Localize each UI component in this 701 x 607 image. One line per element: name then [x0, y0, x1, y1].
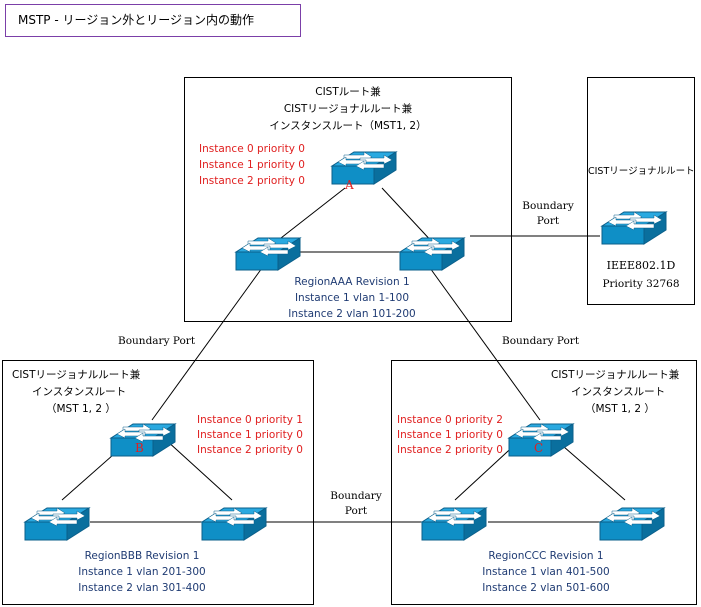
region-aaa-info-2: Instance 1 vlan 1-100 — [294, 292, 410, 304]
boundary-label-ieee-1: Boundary — [522, 200, 574, 212]
switch-a-label: A — [345, 178, 354, 192]
region-bbb-role-2: インスタンスルート — [32, 386, 127, 398]
region-bbb-priority-1: Instance 1 priority 0 — [197, 429, 303, 441]
region-ccc-info-2: Instance 1 vlan 401-500 — [482, 566, 610, 578]
region-ccc-info-1: RegionCCC Revision 1 — [488, 550, 604, 562]
region-ieee-info-2: Priority 32768 — [602, 278, 680, 290]
link-c-right — [555, 439, 626, 501]
boundary-label-mid-2: Port — [344, 505, 368, 517]
region-aaa-role-3: インスタンスルート（MST1, 2） — [269, 120, 427, 132]
region-bbb-info-1: RegionBBB Revision 1 — [84, 550, 200, 562]
switch-c-label: C — [534, 441, 544, 455]
boundary-label-mid-1: Boundary — [330, 490, 382, 502]
region-bbb-info-2: Instance 1 vlan 201-300 — [78, 566, 206, 578]
region-aaa-priority-1: Instance 1 priority 0 — [199, 159, 305, 171]
region-ccc-role-2: インスタンスルート — [571, 386, 666, 398]
link-aaa-to-bbb — [151, 267, 263, 421]
region-bbb-info-3: Instance 2 vlan 301-400 — [78, 582, 206, 594]
region-aaa-info-1: RegionAAA Revision 1 — [294, 276, 410, 288]
region-ccc-role-1: CISTリージョナルルート兼 — [551, 369, 680, 381]
region-aaa-box — [184, 77, 512, 322]
link-a-left — [271, 187, 346, 246]
region-ccc-priority-0: Instance 0 priority 2 — [397, 414, 503, 426]
region-bbb-priority-2: Instance 2 priority 0 — [197, 444, 303, 456]
region-bbb-priority-0: Instance 0 priority 1 — [197, 414, 303, 426]
region-aaa-role-1: CISTルート兼 — [315, 86, 381, 98]
region-aaa-priority-2: Instance 2 priority 0 — [199, 175, 305, 187]
boundary-label-right: Boundary Port — [502, 335, 580, 347]
page-title: MSTP - リージョン外とリージョン内の動作 — [5, 4, 301, 37]
boundary-label-ieee-2: Port — [536, 215, 560, 227]
region-aaa-role-2: CISTリージョナルルート兼 — [283, 103, 413, 115]
link-aaa-to-ccc — [429, 267, 541, 421]
region-bbb-role-1: CISTリージョナルルート兼 — [12, 369, 141, 381]
region-ccc-box — [391, 360, 697, 605]
switch-b-label: B — [135, 441, 144, 455]
boundary-label-left: Boundary Port — [118, 335, 196, 347]
region-aaa-priority-0: Instance 0 priority 0 — [199, 143, 305, 155]
region-ccc-role-3: （MST 1, 2 ） — [585, 403, 655, 415]
region-ccc-info-3: Instance 2 vlan 501-600 — [482, 582, 610, 594]
link-b-right — [165, 439, 233, 501]
region-bbb-box — [2, 360, 314, 605]
region-aaa-info-3: Instance 2 vlan 101-200 — [288, 308, 416, 320]
region-ieee-info-1: IEEE802.1D — [606, 259, 676, 272]
region-ieee-box — [587, 77, 695, 305]
link-a-right — [381, 187, 436, 246]
region-ieee-role: CISTリージョナルルート — [588, 166, 695, 177]
region-bbb-role-3: （MST 1, 2 ） — [46, 403, 116, 415]
region-ccc-priority-2: Instance 2 priority 0 — [397, 444, 503, 456]
region-ccc-priority-1: Instance 1 priority 0 — [397, 429, 503, 441]
